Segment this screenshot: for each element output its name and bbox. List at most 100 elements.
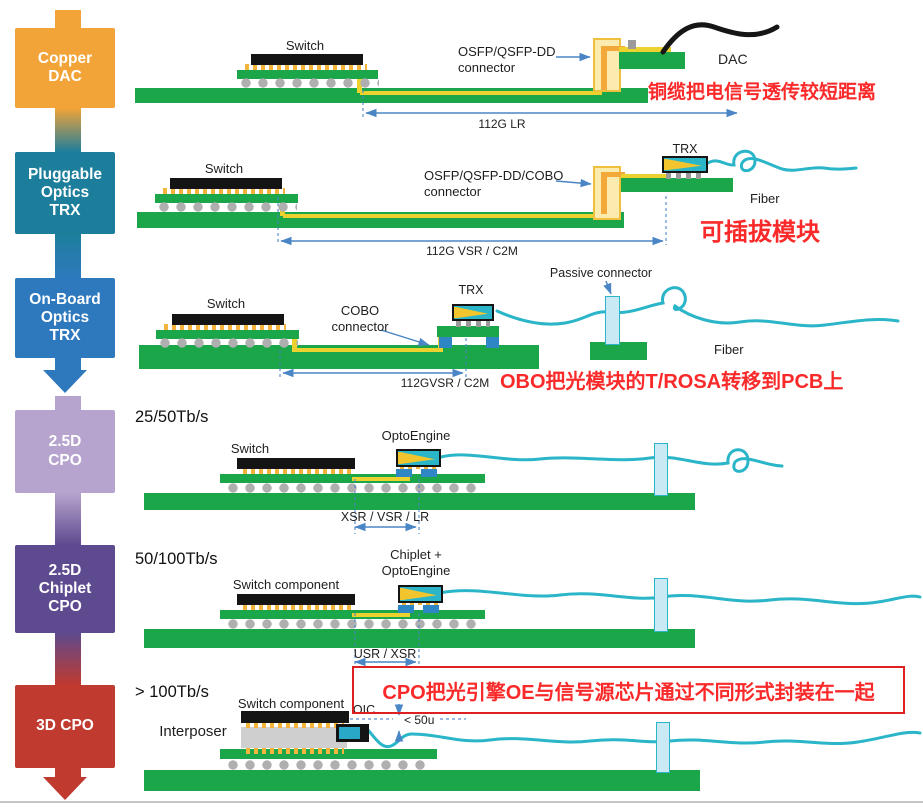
row2-fiber <box>706 149 858 173</box>
row2-host-board <box>621 178 733 192</box>
stage-pluggable-optics: Pluggable Optics TRX <box>15 152 115 234</box>
row4-engine-pad-right <box>421 469 437 477</box>
row4-capacity-label: 25/50Tb/s <box>135 408 209 426</box>
row2-trx-label: TRX <box>672 142 698 156</box>
stage-stub-top <box>55 10 81 30</box>
row3-passive-label: Passive connector <box>549 266 653 280</box>
row3-cobo-label: COBO connector <box>331 303 389 334</box>
bottom-divider <box>0 801 923 803</box>
row6-bga-balls <box>228 760 432 771</box>
row3-annotation: OBO把光模块的T/ROSA转移到PCB上 <box>500 371 844 393</box>
row1-trace <box>360 91 602 95</box>
row3-bumps <box>164 324 286 330</box>
row2-trx-module <box>662 156 708 173</box>
stage-copper-dac: Copper DAC <box>15 28 115 108</box>
arrow-stem-red <box>55 766 81 778</box>
row2-connector-label: OSFP/QSFP-DD/COBO connector <box>424 168 564 199</box>
row2-bumps <box>163 188 285 194</box>
row2-connector-trace-h <box>601 172 625 177</box>
row2-annotation: 可插拔模块 <box>700 219 820 246</box>
row5-chiplet-label: Chiplet + OptoEngine <box>381 547 451 578</box>
row1-annotation: 铜缆把电信号透传较短距离 <box>648 82 877 103</box>
row2-switch-chip <box>170 178 282 189</box>
row5-trace <box>352 613 410 617</box>
row3-trx-label: TRX <box>458 283 484 297</box>
row3-fiber-label: Fiber <box>714 342 744 357</box>
row4-optoengine-module <box>396 449 441 467</box>
row3-support-block <box>486 337 499 348</box>
down-arrow-icon <box>43 777 87 800</box>
row3-passive-connector-bar <box>605 296 620 345</box>
row3-substrate <box>156 330 299 339</box>
down-arrow-icon <box>43 370 87 393</box>
row5-switch-chip <box>237 594 355 605</box>
row4-switch-label: Switch <box>230 441 270 456</box>
row3-passive-pointer <box>603 280 612 295</box>
row4-link-label: XSR / VSR / LR <box>340 510 430 524</box>
row1-paddle-trace <box>619 47 671 52</box>
row5-switch-label: Switch component <box>232 577 340 592</box>
row1-dac-cable <box>660 22 780 55</box>
row5-bga-balls <box>228 619 480 630</box>
row3-fiber <box>495 286 900 328</box>
arrow-stem-blue <box>55 358 81 370</box>
row3-trx-module <box>452 304 494 321</box>
row3-bga-balls <box>160 338 298 348</box>
row6-annotation: CPO把光引擎OE与信号源芯片通过不同形式封装在一起 <box>382 681 875 704</box>
row2-substrate <box>155 194 298 203</box>
row2-connector-trace-v <box>601 172 607 214</box>
row5-engine-pad-left <box>398 605 414 613</box>
row4-switch-chip <box>237 458 355 469</box>
row4-pcb <box>144 493 695 510</box>
row6-substrate <box>220 749 437 759</box>
row6-interposer-label: Interposer <box>159 723 227 740</box>
row4-connector-bar <box>654 443 668 496</box>
row5-pcb <box>144 629 695 648</box>
stage-connector-1 <box>55 108 81 152</box>
row3-switch-label: Switch <box>206 296 246 311</box>
row3-passive-pad <box>590 342 647 360</box>
row2-switch-label: Switch <box>204 161 244 176</box>
row6-annotation-box: CPO把光引擎OE与信号源芯片通过不同形式封装在一起 <box>352 666 905 714</box>
stage-3d-cpo: 3D CPO <box>15 685 115 768</box>
row3-switch-chip <box>172 314 284 325</box>
row1-switch-label: Switch <box>285 38 325 53</box>
row5-bumps <box>243 604 351 610</box>
row1-bga-balls <box>241 78 379 88</box>
row3-trx-board <box>437 326 499 337</box>
stage-connector-5 <box>55 633 81 685</box>
row1-dac-paddle-board <box>619 52 685 69</box>
row1-connector-trace-v <box>601 46 607 90</box>
row3-trace <box>292 348 443 352</box>
row6-bumps-bottom <box>246 748 344 754</box>
row6-switch-label: Switch component <box>237 696 345 711</box>
stage-connector-2 <box>55 234 81 278</box>
row6-oic-module <box>336 724 369 742</box>
row5-optoengine-module <box>398 585 443 603</box>
row6-connector-bar <box>656 722 670 773</box>
row1-switch-chip <box>251 54 363 65</box>
row5-engine-pad-right <box>423 605 439 613</box>
row4-engine-bumps <box>400 465 436 469</box>
row6-bumps-top <box>246 722 344 728</box>
row2-trace <box>283 214 602 218</box>
stage-25d-cpo: 2.5D CPO <box>15 410 115 493</box>
row2-fiber-label: Fiber <box>750 191 780 206</box>
row6-pcb <box>144 770 700 791</box>
row1-substrate <box>237 70 378 79</box>
row2-trx-pins <box>666 173 704 179</box>
row4-bga-balls <box>228 483 480 494</box>
row3-link-label: 112GVSR / C2M <box>400 376 490 390</box>
row5-capacity-label: 50/100Tb/s <box>135 550 218 568</box>
row5-fiber <box>437 589 922 606</box>
row1-screw <box>628 40 636 49</box>
row4-engine-pad-left <box>396 469 412 477</box>
row1-dac-label: DAC <box>718 51 748 67</box>
row1-bumps <box>245 64 367 70</box>
stage-stub-4 <box>55 396 81 410</box>
row4-trace <box>352 477 410 481</box>
row3-trx-pins <box>456 321 490 327</box>
row4-fiber <box>439 448 784 473</box>
row4-optoengine-label: OptoEngine <box>381 428 451 443</box>
